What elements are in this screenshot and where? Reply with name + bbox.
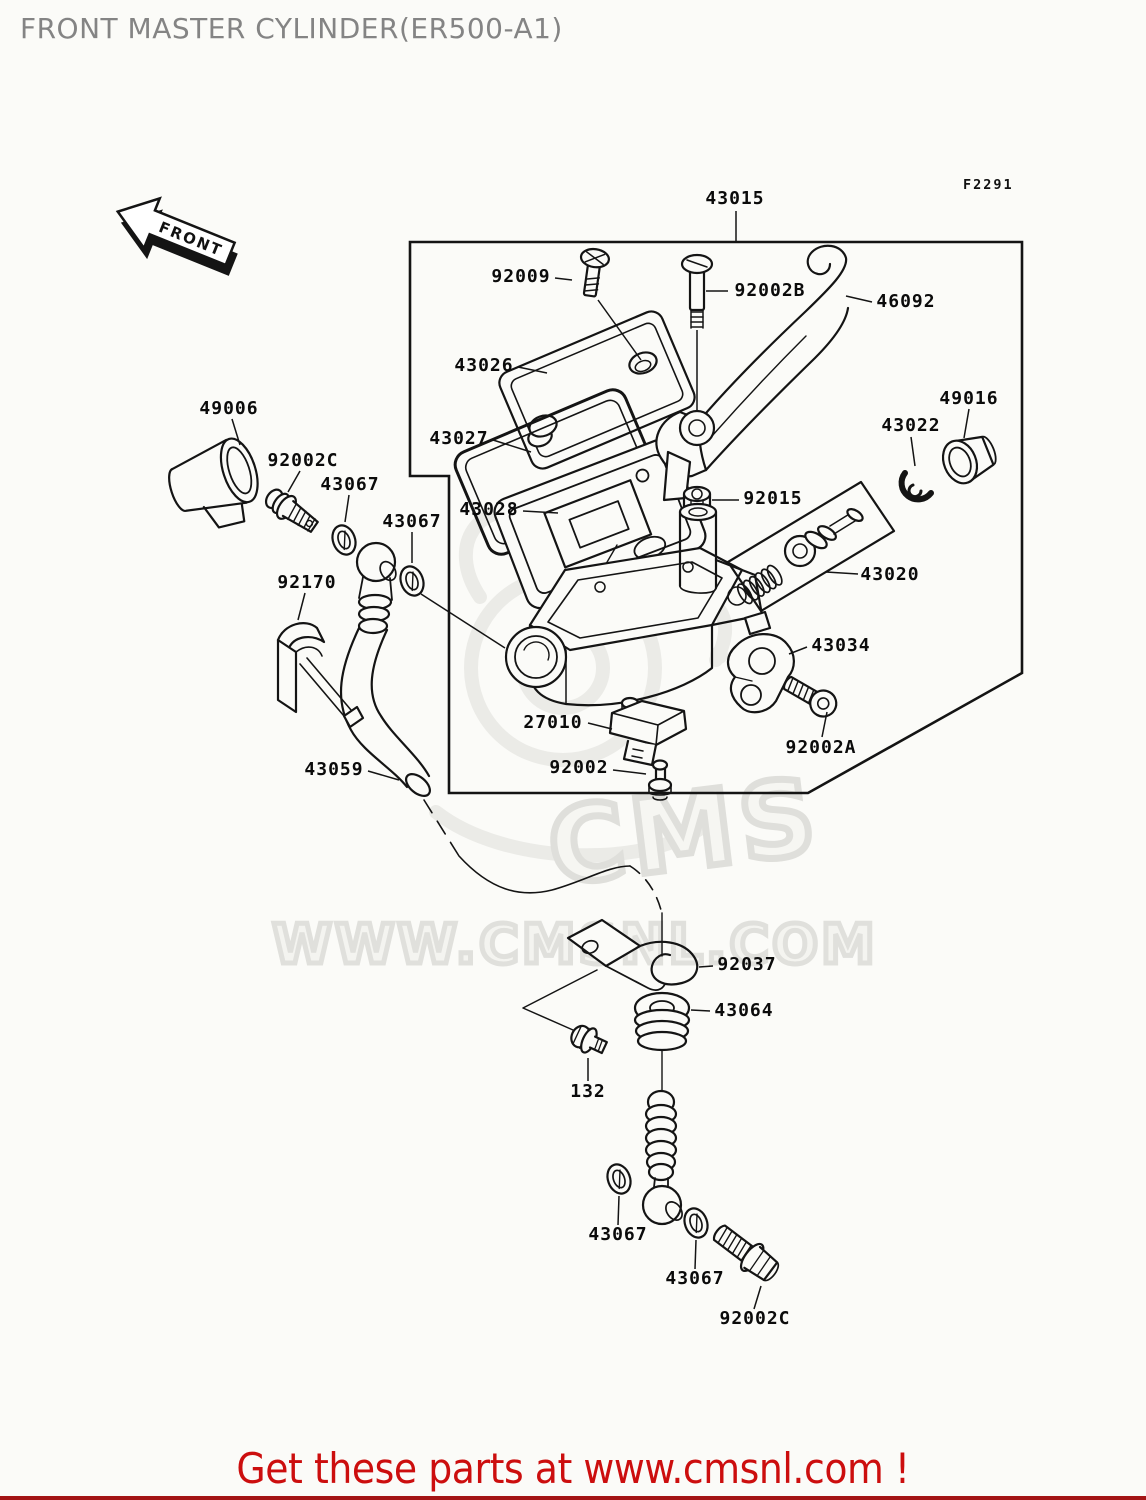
part-bleeder-92002C bbox=[264, 488, 319, 533]
part-label-49006: 49006 bbox=[199, 398, 259, 419]
part-label-43015: 43015 bbox=[705, 188, 765, 209]
footer-banner: Get these parts at www.cmsnl.com ! bbox=[236, 1444, 910, 1493]
part-bolt-92002A bbox=[782, 675, 838, 718]
lever-pivot bbox=[655, 409, 716, 502]
part-label-92002: 92002 bbox=[549, 757, 609, 778]
part-label-43020: 43020 bbox=[860, 564, 920, 585]
part-label-92015: 92015 bbox=[743, 488, 803, 509]
part-lower-pipe bbox=[641, 1089, 683, 1226]
part-boot-49016 bbox=[941, 435, 997, 485]
part-label-132: 132 bbox=[570, 1081, 606, 1102]
part-label-43067: 43067 bbox=[382, 511, 442, 532]
part-label-43022: 43022 bbox=[881, 415, 941, 436]
part-label-92002C: 92002C bbox=[267, 450, 339, 471]
part-body-43015 bbox=[504, 502, 772, 707]
part-clamp-43034 bbox=[726, 633, 795, 714]
part-label-92170: 92170 bbox=[277, 572, 337, 593]
part-bracket-92037 bbox=[566, 918, 699, 991]
part-kit-43020 bbox=[726, 480, 896, 613]
part-grommet-43064 bbox=[633, 991, 691, 1052]
part-label-43067: 43067 bbox=[665, 1268, 725, 1289]
front-arrow: FRONT bbox=[115, 196, 238, 276]
part-label-92002A: 92002A bbox=[785, 737, 857, 758]
part-hose-43059 bbox=[339, 541, 431, 797]
part-label-46092: 46092 bbox=[876, 291, 936, 312]
part-washer-43067-1 bbox=[331, 524, 357, 556]
leader-lines bbox=[231, 211, 970, 1310]
watermark-url-text: WWW.CMSNL.COM bbox=[272, 913, 877, 976]
part-label-43034: 43034 bbox=[811, 635, 871, 656]
part-label-49016: 49016 bbox=[939, 388, 999, 409]
part-label-27010: 27010 bbox=[523, 712, 583, 733]
part-switch-27010 bbox=[608, 696, 688, 767]
part-label-43026: 43026 bbox=[454, 355, 514, 376]
part-washer-43067-3 bbox=[606, 1163, 632, 1195]
part-label-43059: 43059 bbox=[304, 759, 364, 780]
part-label-43067: 43067 bbox=[588, 1224, 648, 1245]
part-label-43027: 43027 bbox=[429, 428, 489, 449]
part-clamp-92170 bbox=[276, 622, 365, 729]
part-label-92037: 92037 bbox=[717, 954, 777, 975]
assembly-box-outline bbox=[408, 240, 1024, 795]
part-screw-92009 bbox=[579, 247, 610, 298]
part-label-43064: 43064 bbox=[714, 1000, 774, 1021]
part-washer-43067-2 bbox=[399, 565, 425, 597]
part-screw-92002 bbox=[647, 759, 673, 801]
part-label-92002C: 92002C bbox=[719, 1308, 791, 1329]
bottom-strip bbox=[0, 1496, 1146, 1500]
part-lever-46092 bbox=[698, 244, 850, 472]
part-bolt-132 bbox=[570, 1024, 608, 1055]
watermark-cms-text: CMS bbox=[542, 755, 828, 909]
fiche-code: F2291 bbox=[963, 177, 1014, 193]
cap-screw-hole bbox=[628, 351, 658, 375]
part-bolt-92002C-lower bbox=[712, 1224, 780, 1282]
part-label-92002B: 92002B bbox=[734, 280, 806, 301]
part-washer-43067-4 bbox=[683, 1207, 709, 1239]
part-bolt-92002B bbox=[680, 253, 714, 329]
hose-routing-lines bbox=[423, 799, 663, 957]
part-eclip-43022 bbox=[898, 470, 934, 503]
part-label-43028: 43028 bbox=[459, 499, 519, 520]
part-label-43067: 43067 bbox=[320, 474, 380, 495]
part-adapter-49006 bbox=[168, 437, 259, 529]
part-label-92009: 92009 bbox=[491, 266, 551, 287]
page-title: FRONT MASTER CYLINDER(ER500-A1) bbox=[20, 12, 563, 45]
